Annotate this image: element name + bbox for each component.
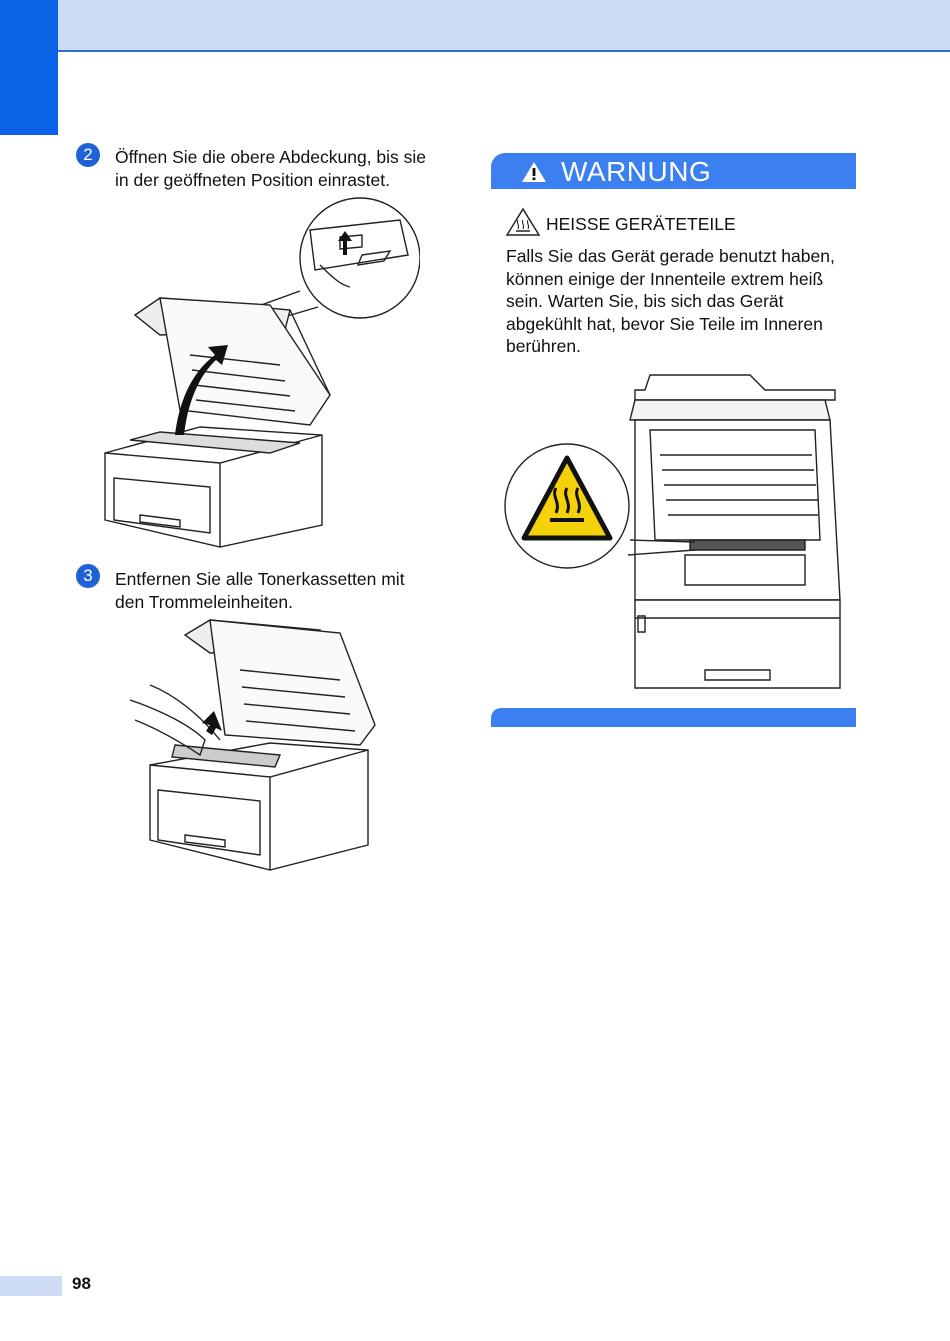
chapter-tab bbox=[0, 0, 58, 135]
warning-body-line-3: sein. Warten Sie, bis sich das Gerät bbox=[506, 291, 784, 311]
hazard-heading-text: HEISSE GERÄTETEILE bbox=[546, 214, 736, 234]
warning-body-line-5: berühren. bbox=[506, 336, 581, 356]
warning-triangle-icon bbox=[522, 162, 546, 182]
warning-footer-bar bbox=[491, 708, 856, 727]
step-2-text: Öffnen Sie die obere Abdeckung, bis sie … bbox=[115, 146, 426, 192]
warning-body-line-2: können einige der Innenteile extrem heiß bbox=[506, 268, 824, 289]
warning-body: Falls Sie das Gerät gerade benutzt haben… bbox=[506, 245, 861, 358]
warning-body-line-1: Falls Sie das Gerät gerade benutzt haben… bbox=[506, 246, 835, 266]
printer-open-cover-illustration bbox=[104, 197, 420, 548]
remove-toner-illustration bbox=[130, 619, 376, 871]
step-3-line-2: den Trommeleinheiten. bbox=[115, 592, 294, 612]
step-3-line-1: Entfernen Sie alle Tonerkassetten mit bbox=[115, 569, 405, 589]
step-number-3: 3 bbox=[76, 564, 100, 588]
step-2-line-2: in der geöffneten Position einrastet. bbox=[115, 170, 391, 190]
page-number-tab bbox=[0, 1276, 62, 1296]
page-number: 98 bbox=[72, 1274, 91, 1293]
step-3-text: Entfernen Sie alle Tonerkassetten mit de… bbox=[115, 568, 405, 614]
warning-body-line-4: abgekühlt hat, bevor Sie Teile im Innere… bbox=[506, 313, 823, 334]
hot-surface-icon bbox=[506, 208, 540, 236]
hot-fuser-illustration bbox=[504, 374, 841, 689]
warning-title: WARNUNG bbox=[561, 156, 712, 187]
step-number-2: 2 bbox=[76, 143, 100, 167]
header-band bbox=[58, 0, 950, 52]
warning-banner: WARNUNG bbox=[491, 153, 856, 189]
step-2-line-1: Öffnen Sie die obere Abdeckung, bis sie bbox=[115, 147, 427, 167]
